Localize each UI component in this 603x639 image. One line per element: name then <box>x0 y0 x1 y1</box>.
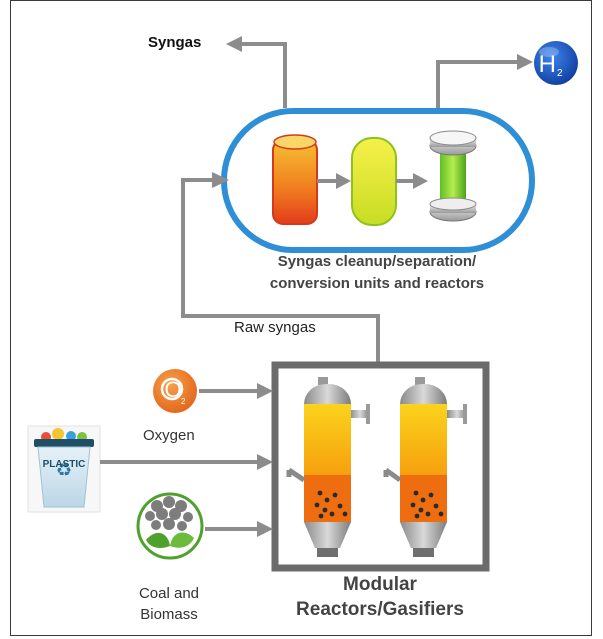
raw-syngas-arrow <box>181 172 380 362</box>
hydrogen-subscript: 2 <box>557 68 563 79</box>
syngas-output-label: Syngas <box>148 34 202 51</box>
plastic-input-arrow <box>100 454 273 470</box>
hydrogen-molecule-icon <box>534 41 578 85</box>
oxygen-subscript: 2 <box>181 397 186 406</box>
oxygen-molecule-icon <box>153 369 197 413</box>
red-column-icon <box>272 134 318 225</box>
gasifier-reactor-2 <box>383 377 467 557</box>
hydrogen-output-arrow <box>436 54 533 108</box>
cleanup-units-caption-line-2: conversion units and reactors <box>269 275 485 292</box>
coal-biomass-input-arrow <box>205 521 273 537</box>
reactors-caption-line-1: Modular <box>343 574 417 595</box>
raw-syngas-label: Raw syngas <box>234 319 316 336</box>
unit-arrow-2 <box>396 173 428 189</box>
oxygen-label: Oxygen <box>143 427 195 444</box>
coal-biomass-label-line-1: Coal and <box>138 585 200 602</box>
syngas-output-arrow <box>226 36 287 108</box>
recycle-symbol-icon: ♻ <box>56 460 72 480</box>
cleanup-units-caption-line-1: Syngas cleanup/separation/ <box>277 253 477 270</box>
reactors-caption: Modular Reactors/Gasifiers <box>268 572 492 622</box>
coal-biomass-label-line-2: Biomass <box>140 606 198 623</box>
coal-biomass-label: Coal and Biomass <box>137 583 201 625</box>
hydrogen-symbol: H <box>539 51 556 78</box>
cleanup-units-caption: Syngas cleanup/separation/ conversion un… <box>222 251 532 295</box>
oxygen-symbol: O <box>164 377 182 402</box>
oxygen-input-arrow <box>199 383 273 399</box>
green-reactor-icon <box>429 130 477 222</box>
coal-biomass-icon <box>136 492 204 560</box>
plastic-recycling-bin-icon: ♻ <box>27 425 101 513</box>
unit-arrow-1 <box>317 173 351 189</box>
yellow-column-icon <box>351 137 397 226</box>
gasifier-reactor-1 <box>286 377 370 557</box>
plastic-label: PLASTIC <box>43 459 86 470</box>
reactors-caption-line-2: Reactors/Gasifiers <box>296 599 464 620</box>
